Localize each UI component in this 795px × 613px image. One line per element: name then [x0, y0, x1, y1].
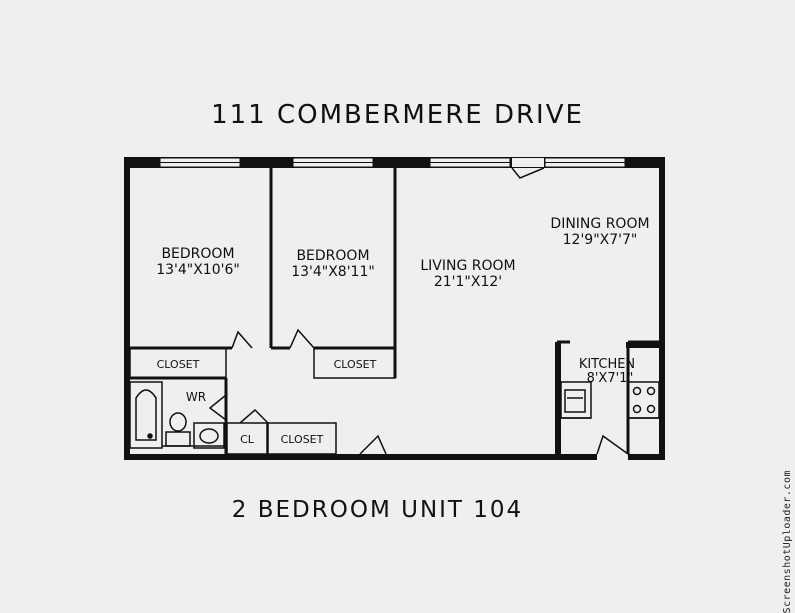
unit-subtitle: 2 BEDROOM UNIT 104 [231, 497, 524, 523]
cl-label: CL [240, 433, 255, 446]
windows [159, 157, 626, 179]
watermark-text: ScreenshotUploader.com [782, 470, 793, 613]
closet-boxes [129, 347, 396, 455]
kitchen-wall-left [555, 342, 561, 454]
living-room-dims: 21'1"X12' [434, 274, 502, 290]
kitchen-fixtures [560, 381, 660, 419]
kitchen-dims: 8'X7'1" [587, 371, 634, 386]
door-swings [208, 328, 629, 455]
kitchen-name: KITCHEN [579, 357, 635, 372]
bedroom1-dims: 13'4"X10'6" [156, 262, 240, 278]
bedroom2-name: BEDROOM [296, 248, 369, 264]
bedroom2-dims: 13'4"X8'11" [291, 264, 375, 280]
living-room-name: LIVING ROOM [420, 258, 515, 274]
closet-bedroom1-label: CLOSET [157, 358, 200, 371]
kitchen-wall-top [626, 342, 665, 348]
dining-room-name: DINING ROOM [550, 216, 649, 232]
exterior-walls [124, 157, 665, 460]
closet-bedroom2-label: CLOSET [334, 358, 377, 371]
dining-room-dims: 12'9"X7'7" [563, 232, 638, 248]
interior-walls [130, 168, 659, 454]
washroom-label: WR [186, 390, 206, 404]
closet-entry-label: CLOSET [281, 433, 324, 446]
bedroom1-name: BEDROOM [161, 246, 234, 262]
bathroom-fixtures [129, 381, 226, 449]
plan-title: 111 COMBERMERE DRIVE [211, 100, 584, 130]
